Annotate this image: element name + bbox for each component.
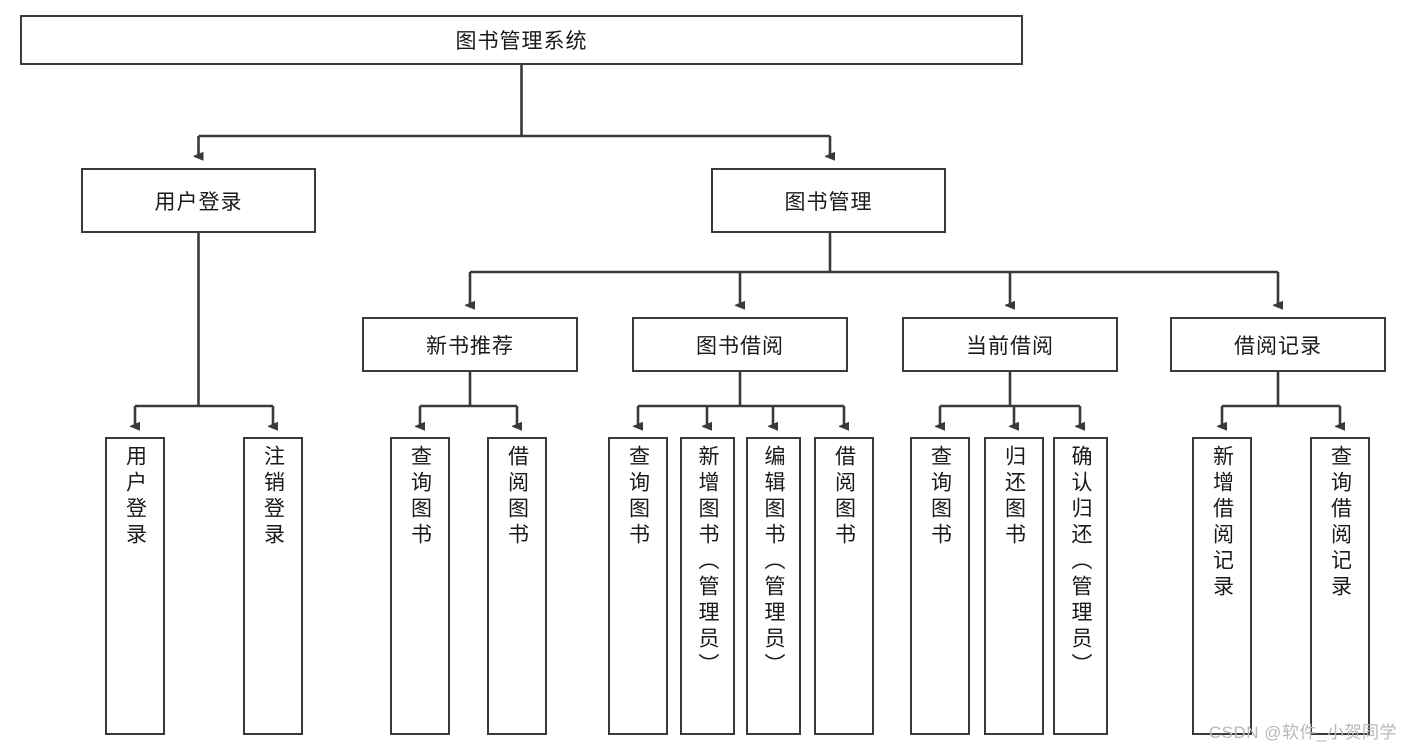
new-book-recommend-to-leaves-edges bbox=[420, 372, 517, 426]
current-borrow-to-leaves-edges bbox=[940, 372, 1080, 426]
node-leaf-add-record[interactable]: 新增借阅记录 bbox=[1192, 437, 1252, 735]
node-leaf-borrow-book-1[interactable]: 借阅图书 bbox=[487, 437, 547, 735]
node-user-login[interactable]: 用户登录 bbox=[81, 168, 316, 233]
book-manage-to-level3-edges bbox=[470, 233, 1278, 305]
node-leaf-borrow-book-2-label: 借阅图书 bbox=[832, 445, 856, 549]
node-leaf-query-book-1-label: 查询图书 bbox=[408, 445, 432, 549]
node-leaf-add-book[interactable]: 新增图书（管理员） bbox=[680, 437, 735, 735]
node-leaf-query-book-3[interactable]: 查询图书 bbox=[910, 437, 970, 735]
node-leaf-edit-book-label: 编辑图书（管理员） bbox=[762, 445, 785, 679]
user-login-to-leaves-edges bbox=[135, 233, 273, 426]
node-leaf-edit-book[interactable]: 编辑图书（管理员） bbox=[746, 437, 801, 735]
node-borrow-record-label: 借阅记录 bbox=[1234, 334, 1322, 358]
node-new-book-recommend[interactable]: 新书推荐 bbox=[362, 317, 578, 372]
node-user-login-label: 用户登录 bbox=[154, 190, 243, 214]
node-leaf-confirm-return[interactable]: 确认归还（管理员） bbox=[1053, 437, 1108, 735]
node-leaf-borrow-book-2[interactable]: 借阅图书 bbox=[814, 437, 874, 735]
node-borrow-record[interactable]: 借阅记录 bbox=[1170, 317, 1386, 372]
node-leaf-user-logout-label: 注销登录 bbox=[261, 445, 285, 549]
node-book-manage-label: 图书管理 bbox=[784, 190, 873, 214]
node-leaf-user-logout[interactable]: 注销登录 bbox=[243, 437, 303, 735]
node-book-borrow-label: 图书借阅 bbox=[696, 334, 784, 358]
node-leaf-user-login-label: 用户登录 bbox=[123, 445, 147, 549]
node-root-label: 图书管理系统 bbox=[455, 30, 588, 53]
node-leaf-confirm-return-label: 确认归还（管理员） bbox=[1069, 445, 1092, 679]
watermark: CSDN @软件_小贺同学 bbox=[1208, 723, 1397, 742]
node-leaf-query-book-3-label: 查询图书 bbox=[928, 445, 952, 549]
node-root[interactable]: 图书管理系统 bbox=[20, 15, 1023, 65]
node-current-borrow-label: 当前借阅 bbox=[966, 334, 1054, 358]
node-leaf-query-record-label: 查询借阅记录 bbox=[1328, 445, 1352, 601]
node-leaf-user-login[interactable]: 用户登录 bbox=[105, 437, 165, 735]
node-book-manage[interactable]: 图书管理 bbox=[711, 168, 946, 233]
book-borrow-to-leaves-edges bbox=[638, 372, 844, 426]
borrow-record-to-leaves-edges bbox=[1222, 372, 1340, 426]
node-leaf-query-record[interactable]: 查询借阅记录 bbox=[1310, 437, 1370, 735]
node-leaf-add-record-label: 新增借阅记录 bbox=[1210, 445, 1234, 601]
root-to-level2-edges bbox=[199, 65, 831, 156]
node-leaf-query-book-2[interactable]: 查询图书 bbox=[608, 437, 668, 735]
node-current-borrow[interactable]: 当前借阅 bbox=[902, 317, 1118, 372]
node-leaf-add-book-label: 新增图书（管理员） bbox=[696, 445, 719, 679]
node-leaf-query-book-1[interactable]: 查询图书 bbox=[390, 437, 450, 735]
node-book-borrow[interactable]: 图书借阅 bbox=[632, 317, 848, 372]
node-leaf-return-book[interactable]: 归还图书 bbox=[984, 437, 1044, 735]
node-new-book-recommend-label: 新书推荐 bbox=[426, 334, 514, 358]
node-leaf-borrow-book-1-label: 借阅图书 bbox=[505, 445, 529, 549]
node-leaf-return-book-label: 归还图书 bbox=[1002, 445, 1026, 549]
node-leaf-query-book-2-label: 查询图书 bbox=[626, 445, 650, 549]
